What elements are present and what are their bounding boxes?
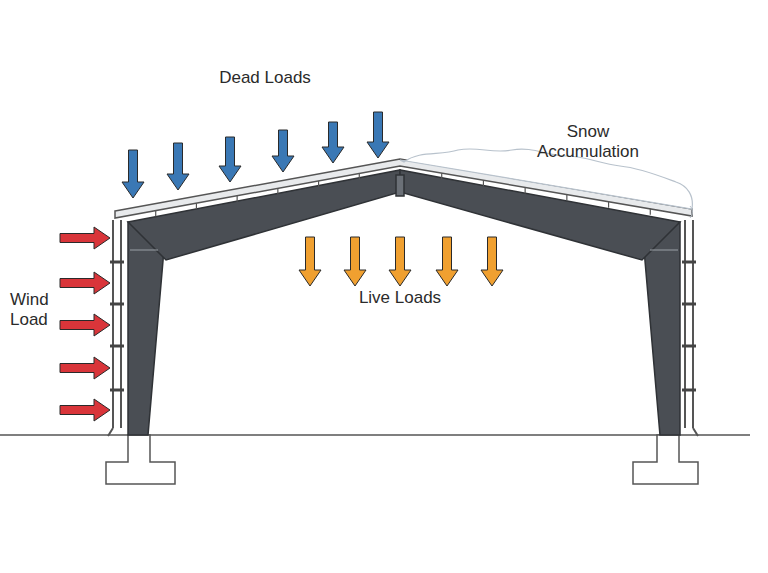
live-load-arrow — [299, 237, 321, 286]
wind-load-arrow — [60, 314, 110, 336]
live-load-arrow — [344, 237, 366, 286]
purlin — [483, 180, 484, 186]
purlin — [608, 202, 609, 208]
purlin — [525, 187, 526, 193]
purlin — [650, 209, 651, 215]
girt — [682, 261, 696, 264]
dead-load-arrow — [367, 112, 389, 158]
live-load-arrow — [389, 237, 411, 286]
wind-load-arrow — [60, 272, 110, 294]
purlin — [359, 173, 360, 179]
girt — [682, 345, 696, 348]
wind-load-arrow — [60, 227, 110, 249]
load-label: Wind Load — [10, 290, 60, 330]
purlin — [196, 203, 197, 209]
live-load-arrow — [436, 237, 458, 286]
girt — [682, 303, 696, 306]
purlin — [237, 196, 238, 202]
load-label: Dead Loads — [200, 68, 330, 88]
girt — [682, 389, 696, 392]
wall-girt — [108, 220, 698, 436]
load-label: Live Loads — [340, 288, 460, 308]
dead-load-arrow — [272, 130, 294, 172]
live-load-arrow — [481, 237, 503, 286]
purlin — [155, 211, 156, 217]
snow-edge — [690, 206, 692, 218]
girt — [110, 345, 124, 348]
purlin — [566, 195, 567, 201]
dead-load-arrow — [322, 122, 344, 163]
girt — [110, 261, 124, 264]
ground-line — [0, 434, 750, 436]
dead-load-arrow — [122, 150, 144, 198]
purlin — [277, 188, 278, 194]
dead-load-arrow — [219, 137, 241, 182]
dead-load-arrow — [167, 143, 189, 190]
wind-load-arrow — [60, 399, 110, 421]
purlin — [318, 181, 319, 187]
rigid-frame — [128, 170, 680, 435]
girt — [110, 389, 124, 392]
girt — [110, 303, 124, 306]
wind-load-arrow — [60, 357, 110, 379]
load-label: Snow Accumulation — [528, 122, 648, 162]
load-arrows — [60, 112, 503, 421]
footing — [106, 435, 698, 484]
purlin — [441, 173, 442, 179]
